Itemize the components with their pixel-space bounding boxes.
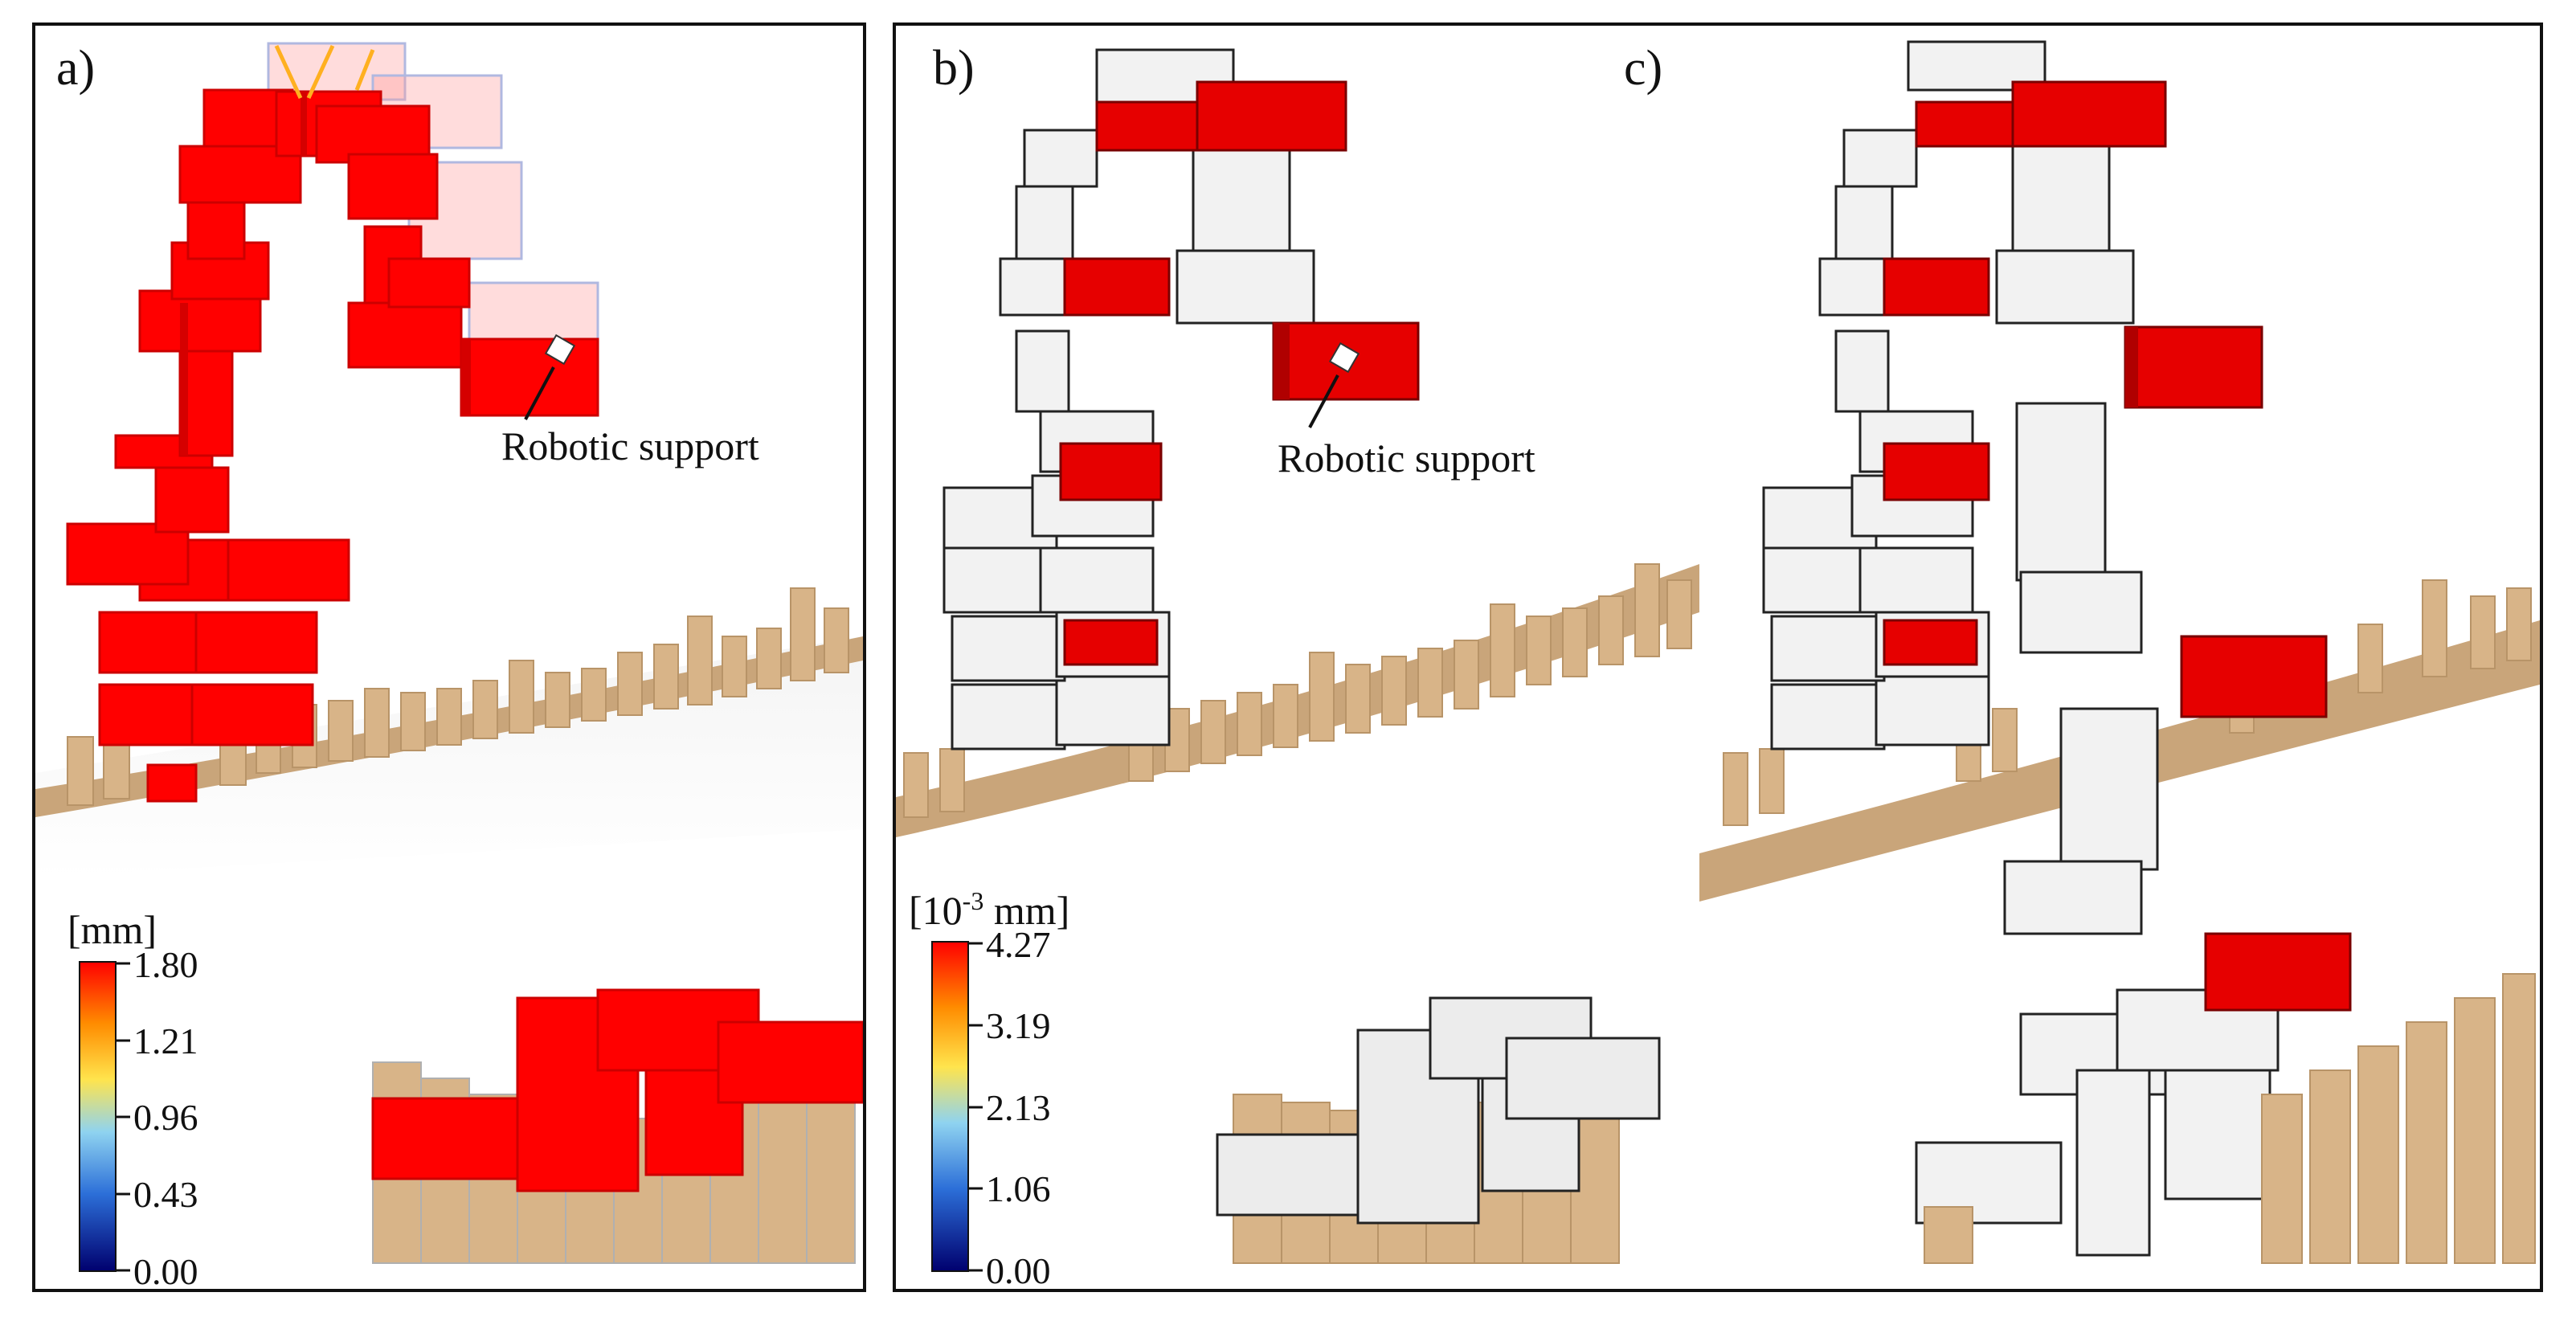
front-blocks-a [371,988,863,1192]
panel-c-scene [1699,40,2540,1264]
panel-a-scene: Robotic support [mm] [35,42,863,1289]
colorbar-a-tick-2: 1.21 [133,1020,198,1061]
colorbar-b-unit-suffix: mm] [983,888,1069,933]
ghost-blocks [267,42,599,349]
robotic-support-marker-b [1328,341,1360,374]
panel-a-label: a) [56,41,96,96]
red-blocks-b [1059,80,1420,666]
red-block-shade-b [1274,323,1290,399]
colorbar-a-tick-4: 0.43 [133,1174,198,1215]
annotation-robotic-support-a: Robotic support [501,423,759,468]
panel-b-label: b) [933,41,975,96]
colorbar-a-tick-5: 0.00 [133,1251,198,1289]
colorbar-a-unit: [mm] [67,907,157,952]
colorbar-b-tick-1: 4.27 [986,924,1051,965]
colorbar-a-tick-1: 1.80 [133,944,198,985]
colorbar-b-tick-2: 3.19 [986,1005,1051,1046]
colorbar-b-unit-exponent: -3 [963,886,984,915]
edge-highlights-a [274,44,375,100]
annotation-leader-a [524,366,555,420]
panel-bc-scene: Robotic support [10-3 mm] [896,40,2540,1289]
colorbar-a-ticks [116,962,130,1272]
colorbar-b-unit: [10-3 mm] [909,886,1069,933]
robotic-support-marker-a [544,333,576,366]
colorbar-b-tick-5: 0.00 [986,1250,1051,1289]
panel-a-frame: a) [32,22,866,1292]
red-block-shade-c [2125,327,2138,407]
arch-blocks-a [66,88,599,803]
panel-bc-frame: b) c) [893,22,2543,1292]
colorbar-b-tick-3: 2.13 [986,1087,1051,1128]
panel-c-label: c) [1624,41,1663,96]
colorbar-b-ticks [968,942,983,1272]
colorbar-a-gradient [79,961,117,1272]
annotation-robotic-support-b: Robotic support [1278,436,1535,481]
red-blocks-c [1883,80,2352,1012]
annotation-leader-b [1308,374,1339,428]
front-blocks-b [1216,996,1661,1225]
front-posts-c [1924,973,2536,1264]
colorbar-b-tick-4: 1.06 [986,1168,1051,1209]
panel-b-scene: Robotic support [10-3 mm] [896,48,1699,1289]
colorbar-a-tick-3: 0.96 [133,1097,198,1138]
arch-blocks-c [1762,40,2280,1257]
arch-block-shades-a [180,92,471,456]
colorbar-b-unit-prefix: [10 [909,888,963,933]
colorbar-b-gradient [931,941,969,1272]
